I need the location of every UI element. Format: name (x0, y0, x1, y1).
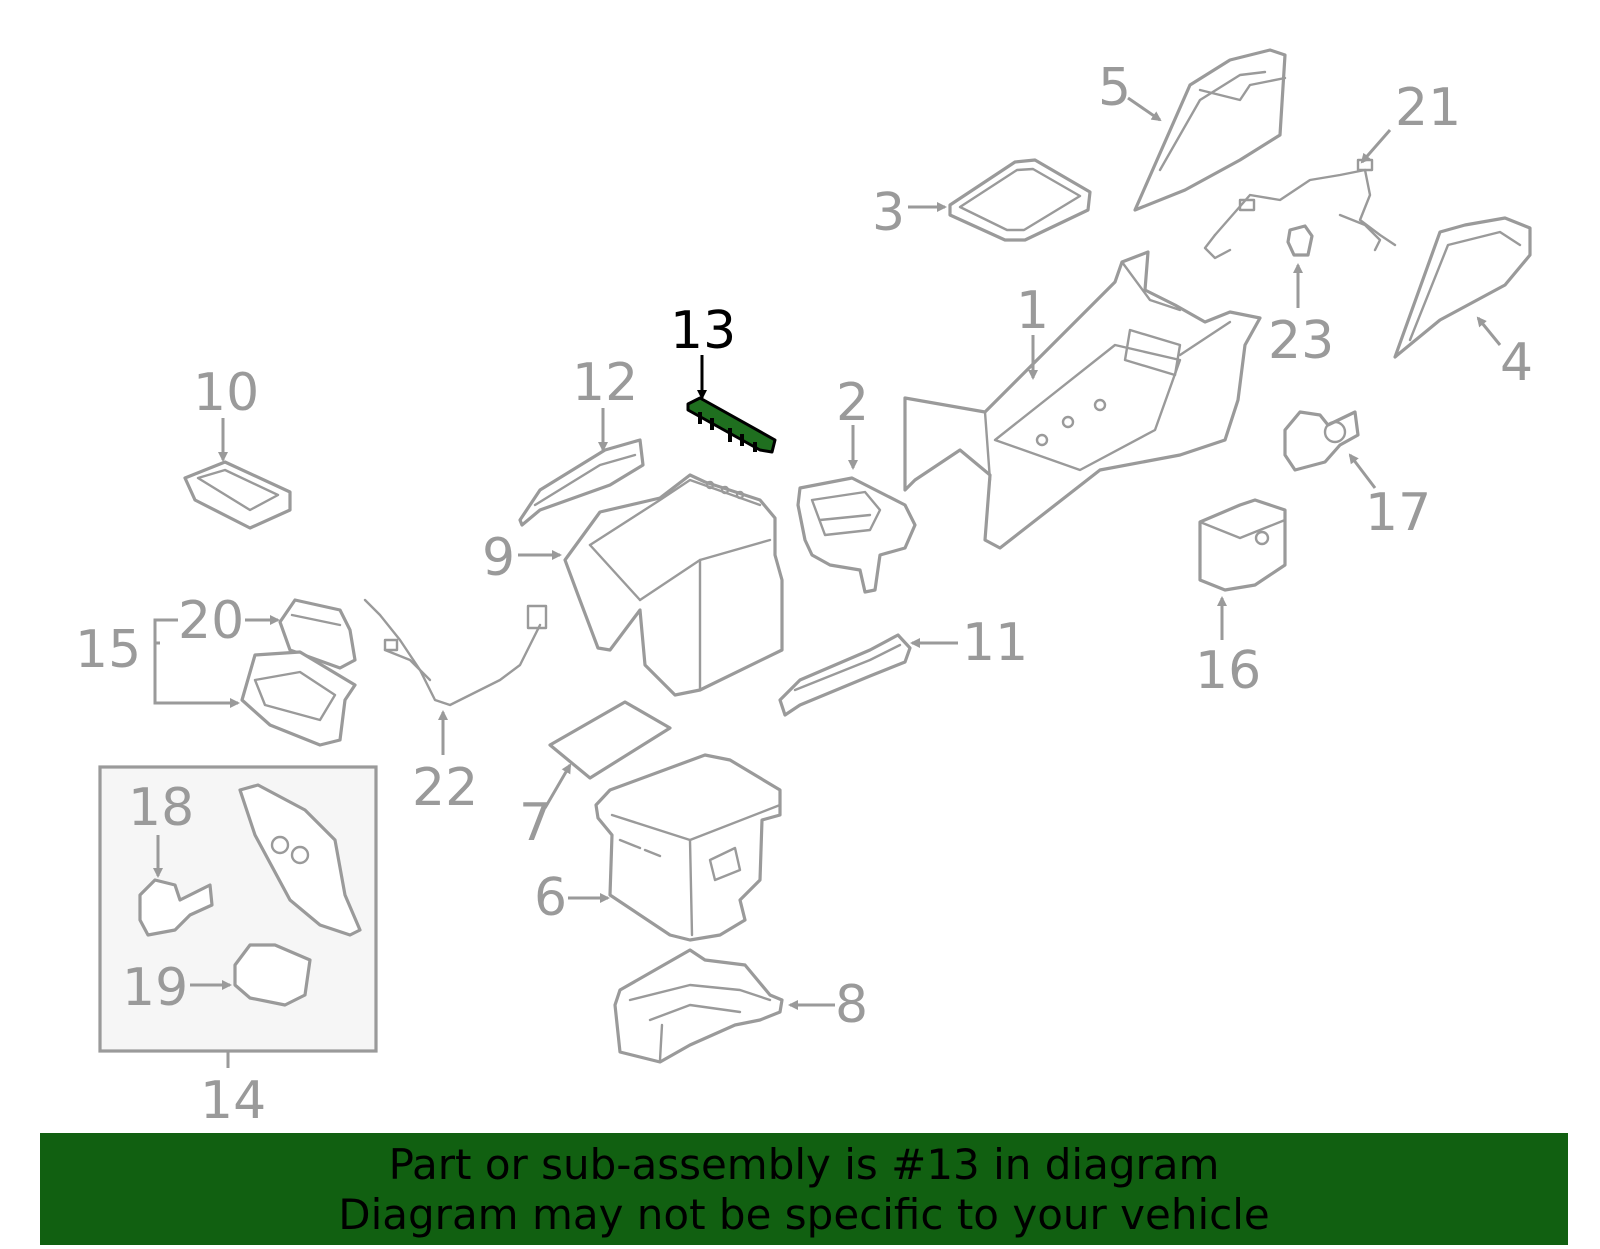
part-23-clip[interactable] (1286, 224, 1314, 257)
callout-13: 13 (670, 301, 736, 361)
part-12-trim-strip[interactable] (518, 438, 645, 527)
part-14-group-box (98, 765, 378, 1053)
callout-6: 6 (534, 868, 567, 928)
callout-11: 11 (962, 613, 1028, 673)
banner-line-1: Part or sub-assembly is #13 in diagram (388, 1140, 1220, 1189)
part-21-wiring-harness[interactable] (1203, 158, 1397, 260)
part-11-trim-strip[interactable] (778, 633, 912, 717)
callout-15: 15 (75, 620, 141, 680)
callout-2: 2 (836, 373, 869, 433)
part-22-cable[interactable] (363, 598, 548, 707)
banner-line-2: Diagram may not be specific to your vehi… (338, 1190, 1270, 1239)
leader-15-bottom (153, 643, 240, 708)
leader-15-top (153, 618, 178, 645)
callout-14: 14 (200, 1071, 266, 1130)
callout-20: 20 (178, 591, 244, 651)
part-8-base-bracket[interactable] (613, 948, 784, 1064)
parts-diagram: 1 2 3 4 5 6 7 8 9 10 11 12 13 14 15 16 1… (75, 48, 1533, 1130)
callout-19: 19 (122, 958, 188, 1018)
part-15-bezel[interactable] (240, 650, 357, 747)
info-banner: Part or sub-assembly is #13 in diagram D… (40, 1133, 1568, 1245)
callout-9: 9 (482, 528, 515, 588)
part-4-side-trim[interactable] (1393, 216, 1532, 359)
part-7-mat[interactable] (548, 700, 672, 780)
callout-1: 1 (1016, 281, 1049, 341)
part-5-side-trim[interactable] (1133, 48, 1287, 212)
part-10-tray[interactable] (183, 460, 292, 530)
part-3-lid-pad[interactable] (948, 158, 1092, 242)
leader-17 (1348, 453, 1377, 489)
callout-8: 8 (835, 975, 868, 1035)
callout-7: 7 (519, 793, 552, 853)
callout-10: 10 (193, 363, 259, 423)
part-16-bracket[interactable] (1198, 498, 1287, 592)
callout-21: 21 (1395, 78, 1461, 138)
part-2-bracket[interactable] (796, 476, 917, 594)
callout-23: 23 (1268, 311, 1334, 371)
part-6-lower-bin[interactable] (594, 753, 782, 942)
callout-22: 22 (412, 758, 478, 818)
leader-4 (1476, 316, 1502, 346)
part-13-highlighted[interactable] (686, 396, 777, 454)
callout-16: 16 (1195, 641, 1261, 701)
callout-18: 18 (128, 778, 194, 838)
leader-7 (543, 763, 572, 809)
part-17-socket[interactable] (1283, 410, 1360, 472)
part-9-console-frame[interactable] (563, 473, 784, 697)
leader-5 (1127, 96, 1162, 122)
callout-17: 17 (1365, 483, 1431, 543)
callout-12: 12 (572, 353, 638, 413)
callout-4: 4 (1500, 333, 1533, 393)
callout-3: 3 (872, 183, 905, 243)
leader-21 (1360, 129, 1392, 164)
part-1-console-body[interactable] (903, 250, 1262, 550)
callout-5: 5 (1098, 58, 1131, 118)
